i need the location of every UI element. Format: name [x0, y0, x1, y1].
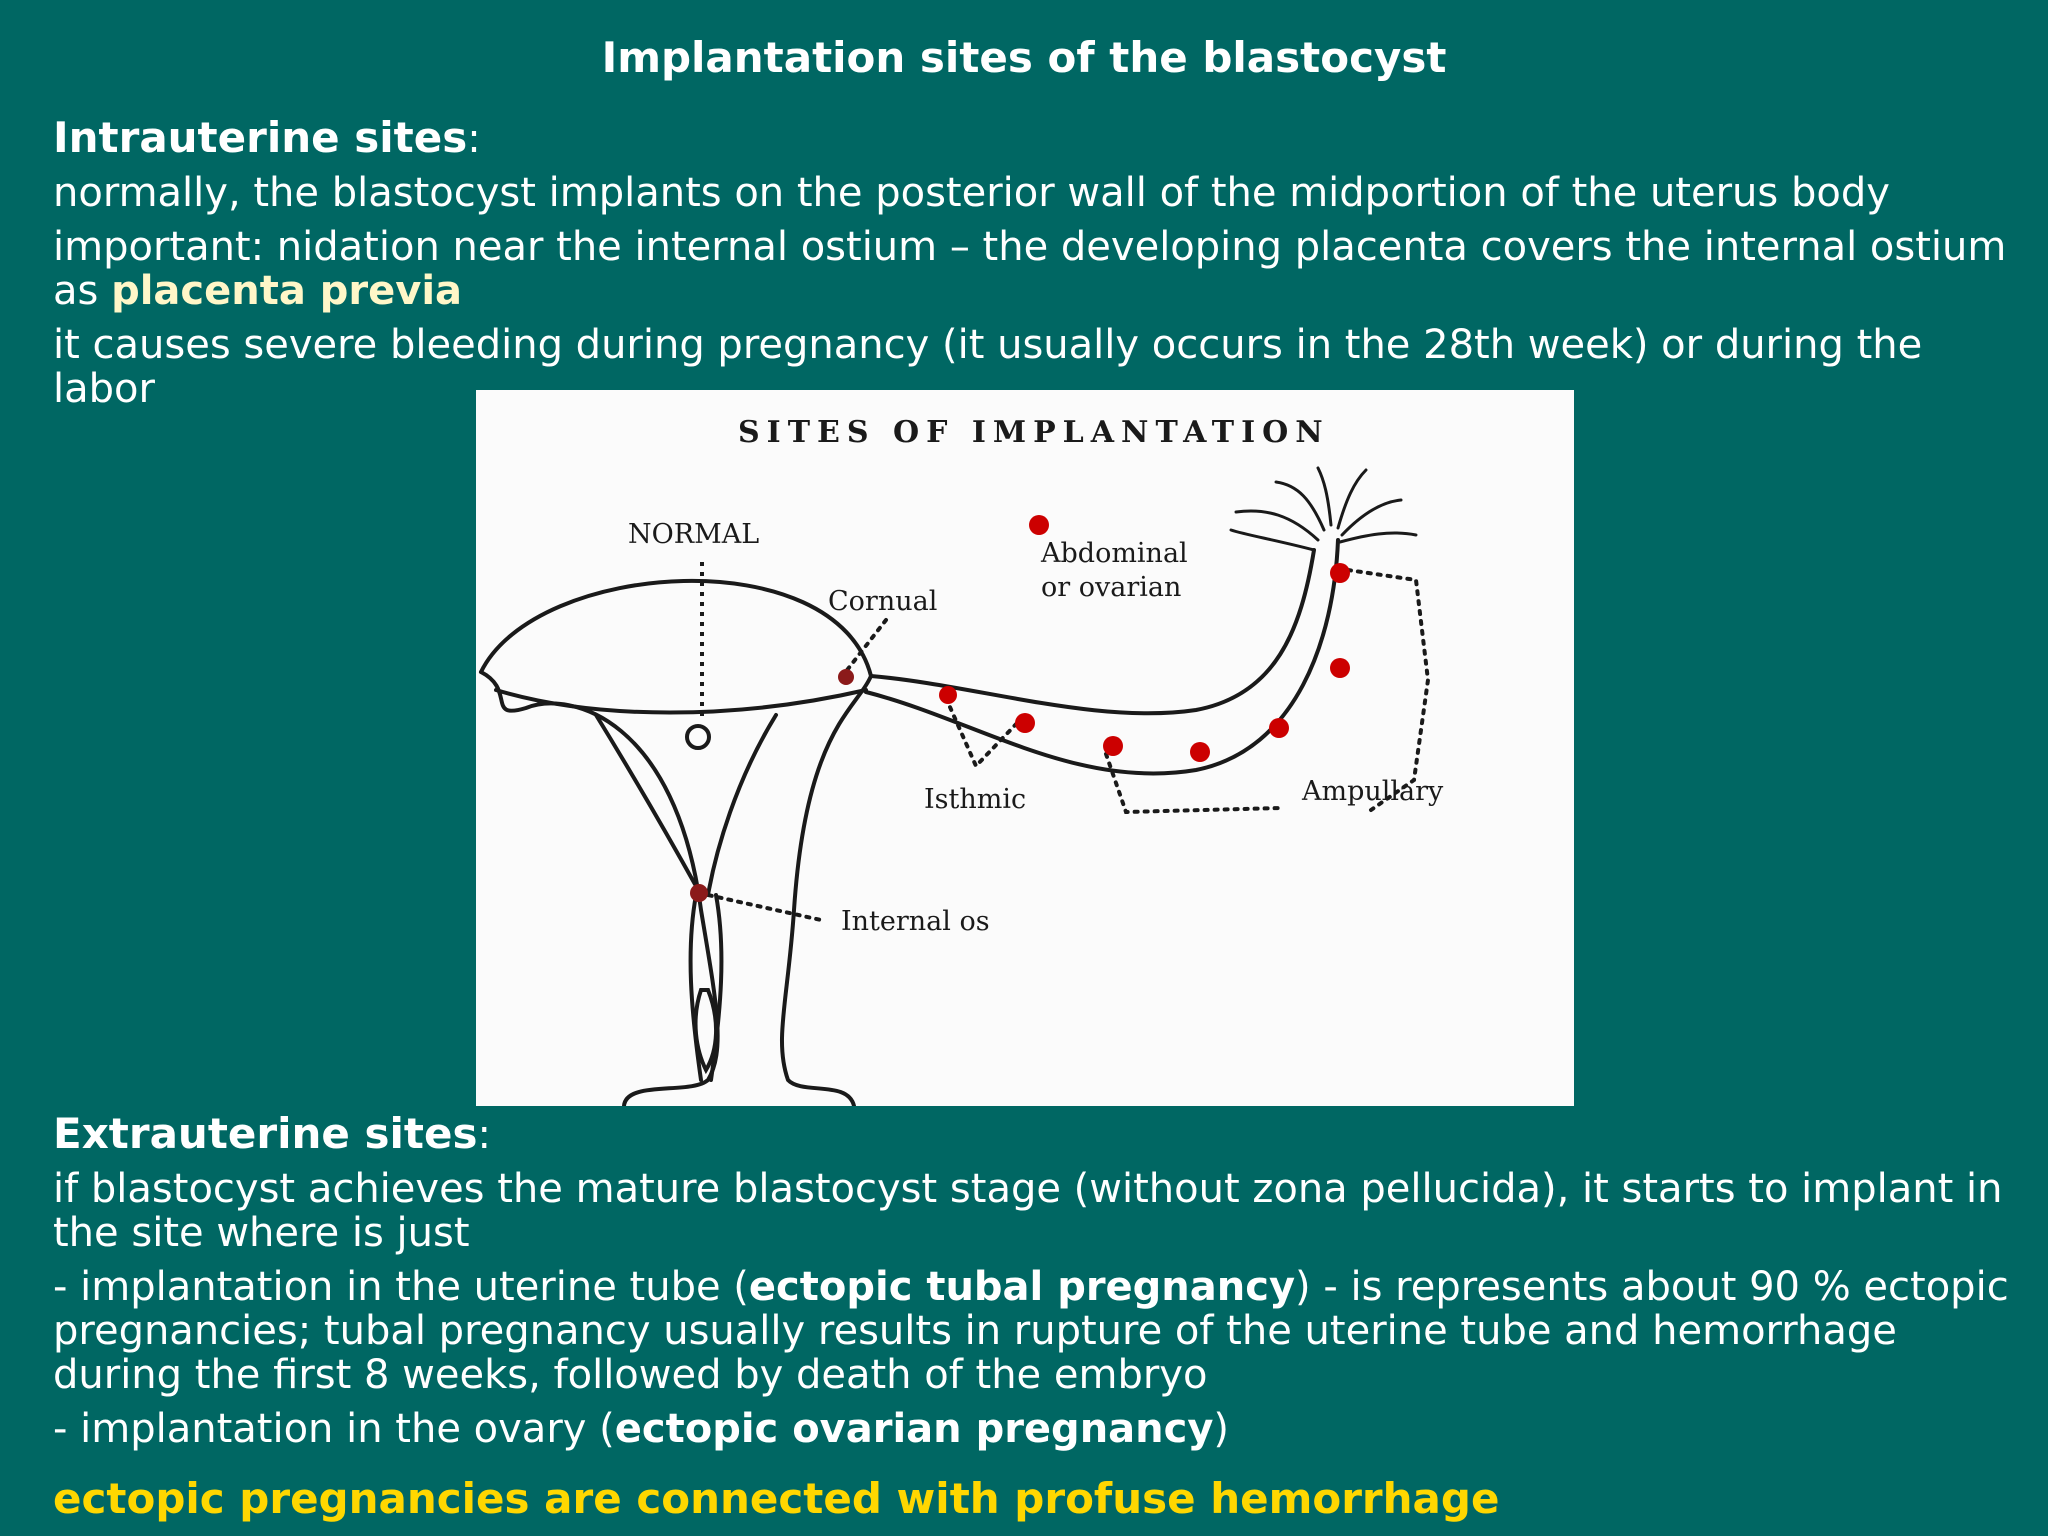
ampullary-site-dot-2 — [1190, 742, 1210, 762]
ampullary-leader-line-low — [1104, 752, 1283, 815]
cornual-leader-line — [842, 618, 888, 676]
normal-site-marker — [685, 562, 711, 750]
tubal-text-lead: - implantation in the uterine tube ( — [53, 1264, 749, 1310]
ovarian-text-close: ) — [1213, 1406, 1230, 1452]
label-ampullary: Ampullary — [1301, 776, 1444, 807]
uterus-outline — [479, 579, 873, 1106]
uterine-cavity-top — [494, 688, 868, 715]
ampullary-site-dot-1 — [1103, 736, 1123, 756]
internal-os-site-dot — [690, 884, 708, 902]
label-cornual: Cornual — [828, 586, 937, 617]
abdominal-site-dot — [1029, 515, 1049, 535]
fimbriae — [1229, 466, 1418, 552]
cervical-canal-left — [688, 893, 703, 1082]
slide-title: Implantation sites of the blastocyst — [601, 33, 1447, 82]
ampullary-site-dot-3 — [1269, 718, 1289, 738]
label-normal: NORMAL — [628, 519, 759, 550]
extrauterine-mature-text: if blastocyst achieves the mature blasto… — [53, 1166, 2003, 1256]
uterine-tube — [864, 538, 1340, 776]
tubal-text-rest: ) - is represents about 90 % ectopic pre… — [53, 1264, 2009, 1398]
previa-text-lead: important: nidation near the internal os… — [53, 224, 2007, 314]
extrauterine-heading: Extrauterine sites — [53, 1109, 478, 1158]
tube-lower-wall — [864, 538, 1340, 776]
ectopic-tubal-term: ectopic tubal pregnancy — [748, 1264, 1296, 1310]
placenta-previa-term: placenta previa — [111, 268, 463, 314]
leader-lines — [697, 568, 1431, 922]
tube-upper-wall — [869, 548, 1316, 716]
diagram-svg: SITES OF IMPLANTATION — [479, 415, 1444, 1106]
isthmic-leader-line — [944, 696, 1022, 770]
uterus-right-wall — [780, 674, 873, 1106]
fimbria-1 — [1229, 528, 1316, 552]
extrauterine-heading-line: Extrauterine sites: — [53, 1109, 2013, 1158]
fimbria-3 — [1274, 480, 1326, 532]
normal-blastocyst-ring — [685, 724, 711, 750]
intrauterine-previa-text: important: nidation near the internal os… — [53, 225, 2013, 313]
isthmic-site-dot-1 — [939, 686, 957, 704]
uterus-fundus — [479, 579, 873, 678]
fimbria-6 — [1340, 498, 1403, 537]
implantation-dots — [690, 515, 1350, 902]
fimbria-5 — [1336, 468, 1368, 530]
internal-os-leader-line — [697, 891, 823, 922]
label-internal-os: Internal os — [841, 906, 990, 937]
isthmic-site-dot-2 — [1015, 713, 1035, 733]
hemorrhage-warning: ectopic pregnancies are connected with p… — [53, 1474, 1500, 1523]
intrauterine-heading-line: Intrauterine sites: — [53, 113, 2013, 162]
fimbria-4 — [1316, 466, 1333, 527]
ectopic-ovarian-term: ectopic ovarian pregnancy — [614, 1406, 1214, 1452]
extrauterine-section: Extrauterine sites: if blastocyst achiev… — [53, 1112, 2013, 1521]
ampullary-site-dot-5 — [1330, 563, 1350, 583]
cornual-site-dot — [838, 669, 854, 685]
ovarian-text-lead: - implantation in the ovary ( — [53, 1406, 615, 1452]
label-abdominal-line2: or ovarian — [1041, 572, 1181, 603]
ampullary-site-dot-4 — [1330, 658, 1350, 678]
label-isthmic: Isthmic — [924, 784, 1026, 815]
ampullary-leader-line-high — [1346, 568, 1431, 812]
implantation-sites-diagram: SITES OF IMPLANTATION — [476, 390, 1574, 1106]
intrauterine-heading: Intrauterine sites — [53, 113, 468, 162]
uterine-cavity-right — [706, 713, 778, 897]
extrauterine-heading-colon: : — [477, 1112, 491, 1158]
intrauterine-section: Intrauterine sites: normally, the blasto… — [53, 116, 2013, 421]
fimbria-2 — [1234, 509, 1320, 542]
intrauterine-normal-text: normally, the blastocyst implants on the… — [53, 170, 1890, 216]
label-abdominal-line1: Abdominal — [1040, 538, 1188, 569]
cervical-plug — [693, 988, 718, 1075]
extrauterine-ovarian-text: - implantation in the ovary (ectopic ova… — [53, 1407, 2013, 1451]
intrauterine-bleeding-text: it causes severe bleeding during pregnan… — [53, 322, 1923, 412]
extrauterine-tubal-text: - implantation in the uterine tube (ecto… — [53, 1265, 2013, 1397]
uterine-cavity-left — [594, 713, 703, 897]
fimbria-7 — [1338, 531, 1418, 544]
diagram-title: SITES OF IMPLANTATION — [738, 415, 1330, 450]
intrauterine-heading-colon: : — [467, 116, 481, 162]
uterus-left-wall — [479, 670, 720, 1106]
